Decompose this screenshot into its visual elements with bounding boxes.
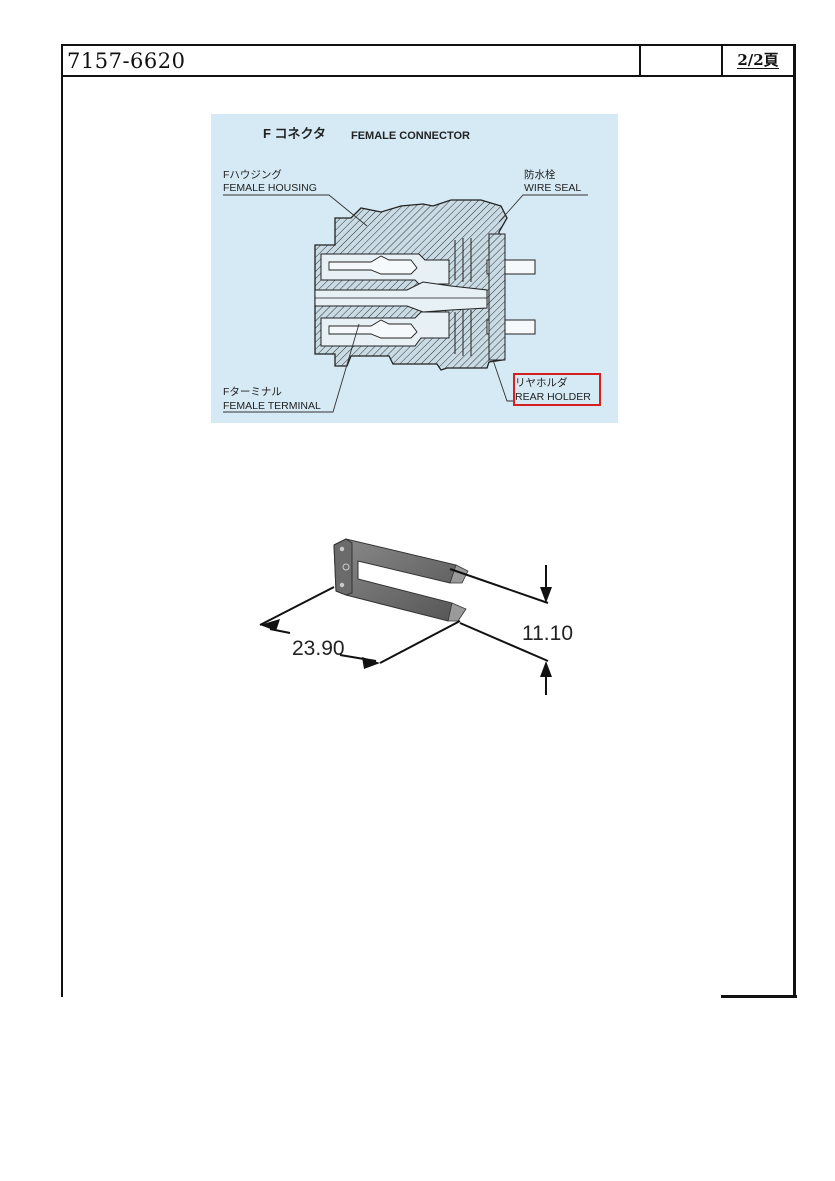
- wire-seal-label-en: WIRE SEAL: [524, 182, 582, 194]
- upper-terminal: [328, 255, 418, 275]
- female-housing-label-jp: Fハウジング: [223, 169, 282, 181]
- leader-lines: [223, 194, 588, 413]
- rear-holder-highlight-box: [513, 373, 601, 406]
- female-housing-label-en: FEMALE HOUSING: [223, 182, 317, 194]
- figure-title-jp: F コネクタ: [263, 126, 327, 141]
- rear-holder-part: [488, 233, 506, 361]
- center-spine: [314, 281, 488, 313]
- document-number: 7157-6620: [67, 49, 186, 73]
- seal-ribs: [454, 238, 472, 356]
- empty-header-cell: [639, 46, 723, 75]
- rear-holder-drawing: [259, 538, 552, 695]
- rear-holder-label-jp: リヤホルダ: [515, 377, 568, 389]
- female-terminal-label-en: FEMALE TERMINAL: [223, 400, 321, 412]
- lower-terminal: [328, 319, 418, 339]
- connector-cross-section-drawing: [223, 194, 588, 413]
- female-connector-figure: F コネクタ FEMALE CONNECTOR Fハウジング FEMALE HO…: [211, 114, 618, 423]
- wire-seal-label-jp: 防水栓: [524, 169, 556, 181]
- bottom-rule: [721, 995, 797, 998]
- rear-holder-label-en: REAR HOLDER: [515, 391, 591, 403]
- dimension-lines: [259, 565, 549, 695]
- dimension-height-label: 11.10: [522, 622, 573, 645]
- rear-holder-dimension-figure: 23.90 11.10: [250, 525, 590, 710]
- rear-holder-part-shape: [333, 538, 469, 622]
- dimension-arrowheads: [260, 587, 552, 677]
- page-indicator-text: 2/2頁: [737, 51, 779, 69]
- title-block: 7157-6620 2/2頁: [63, 46, 793, 77]
- female-terminal-label-jp: Fターミナル: [223, 386, 282, 398]
- figure-title-en: FEMALE CONNECTOR: [351, 130, 470, 142]
- page-indicator: 2/2頁: [723, 46, 793, 75]
- dimension-width-label: 23.90: [292, 637, 345, 660]
- page-frame: 7157-6620 2/2頁: [61, 44, 796, 997]
